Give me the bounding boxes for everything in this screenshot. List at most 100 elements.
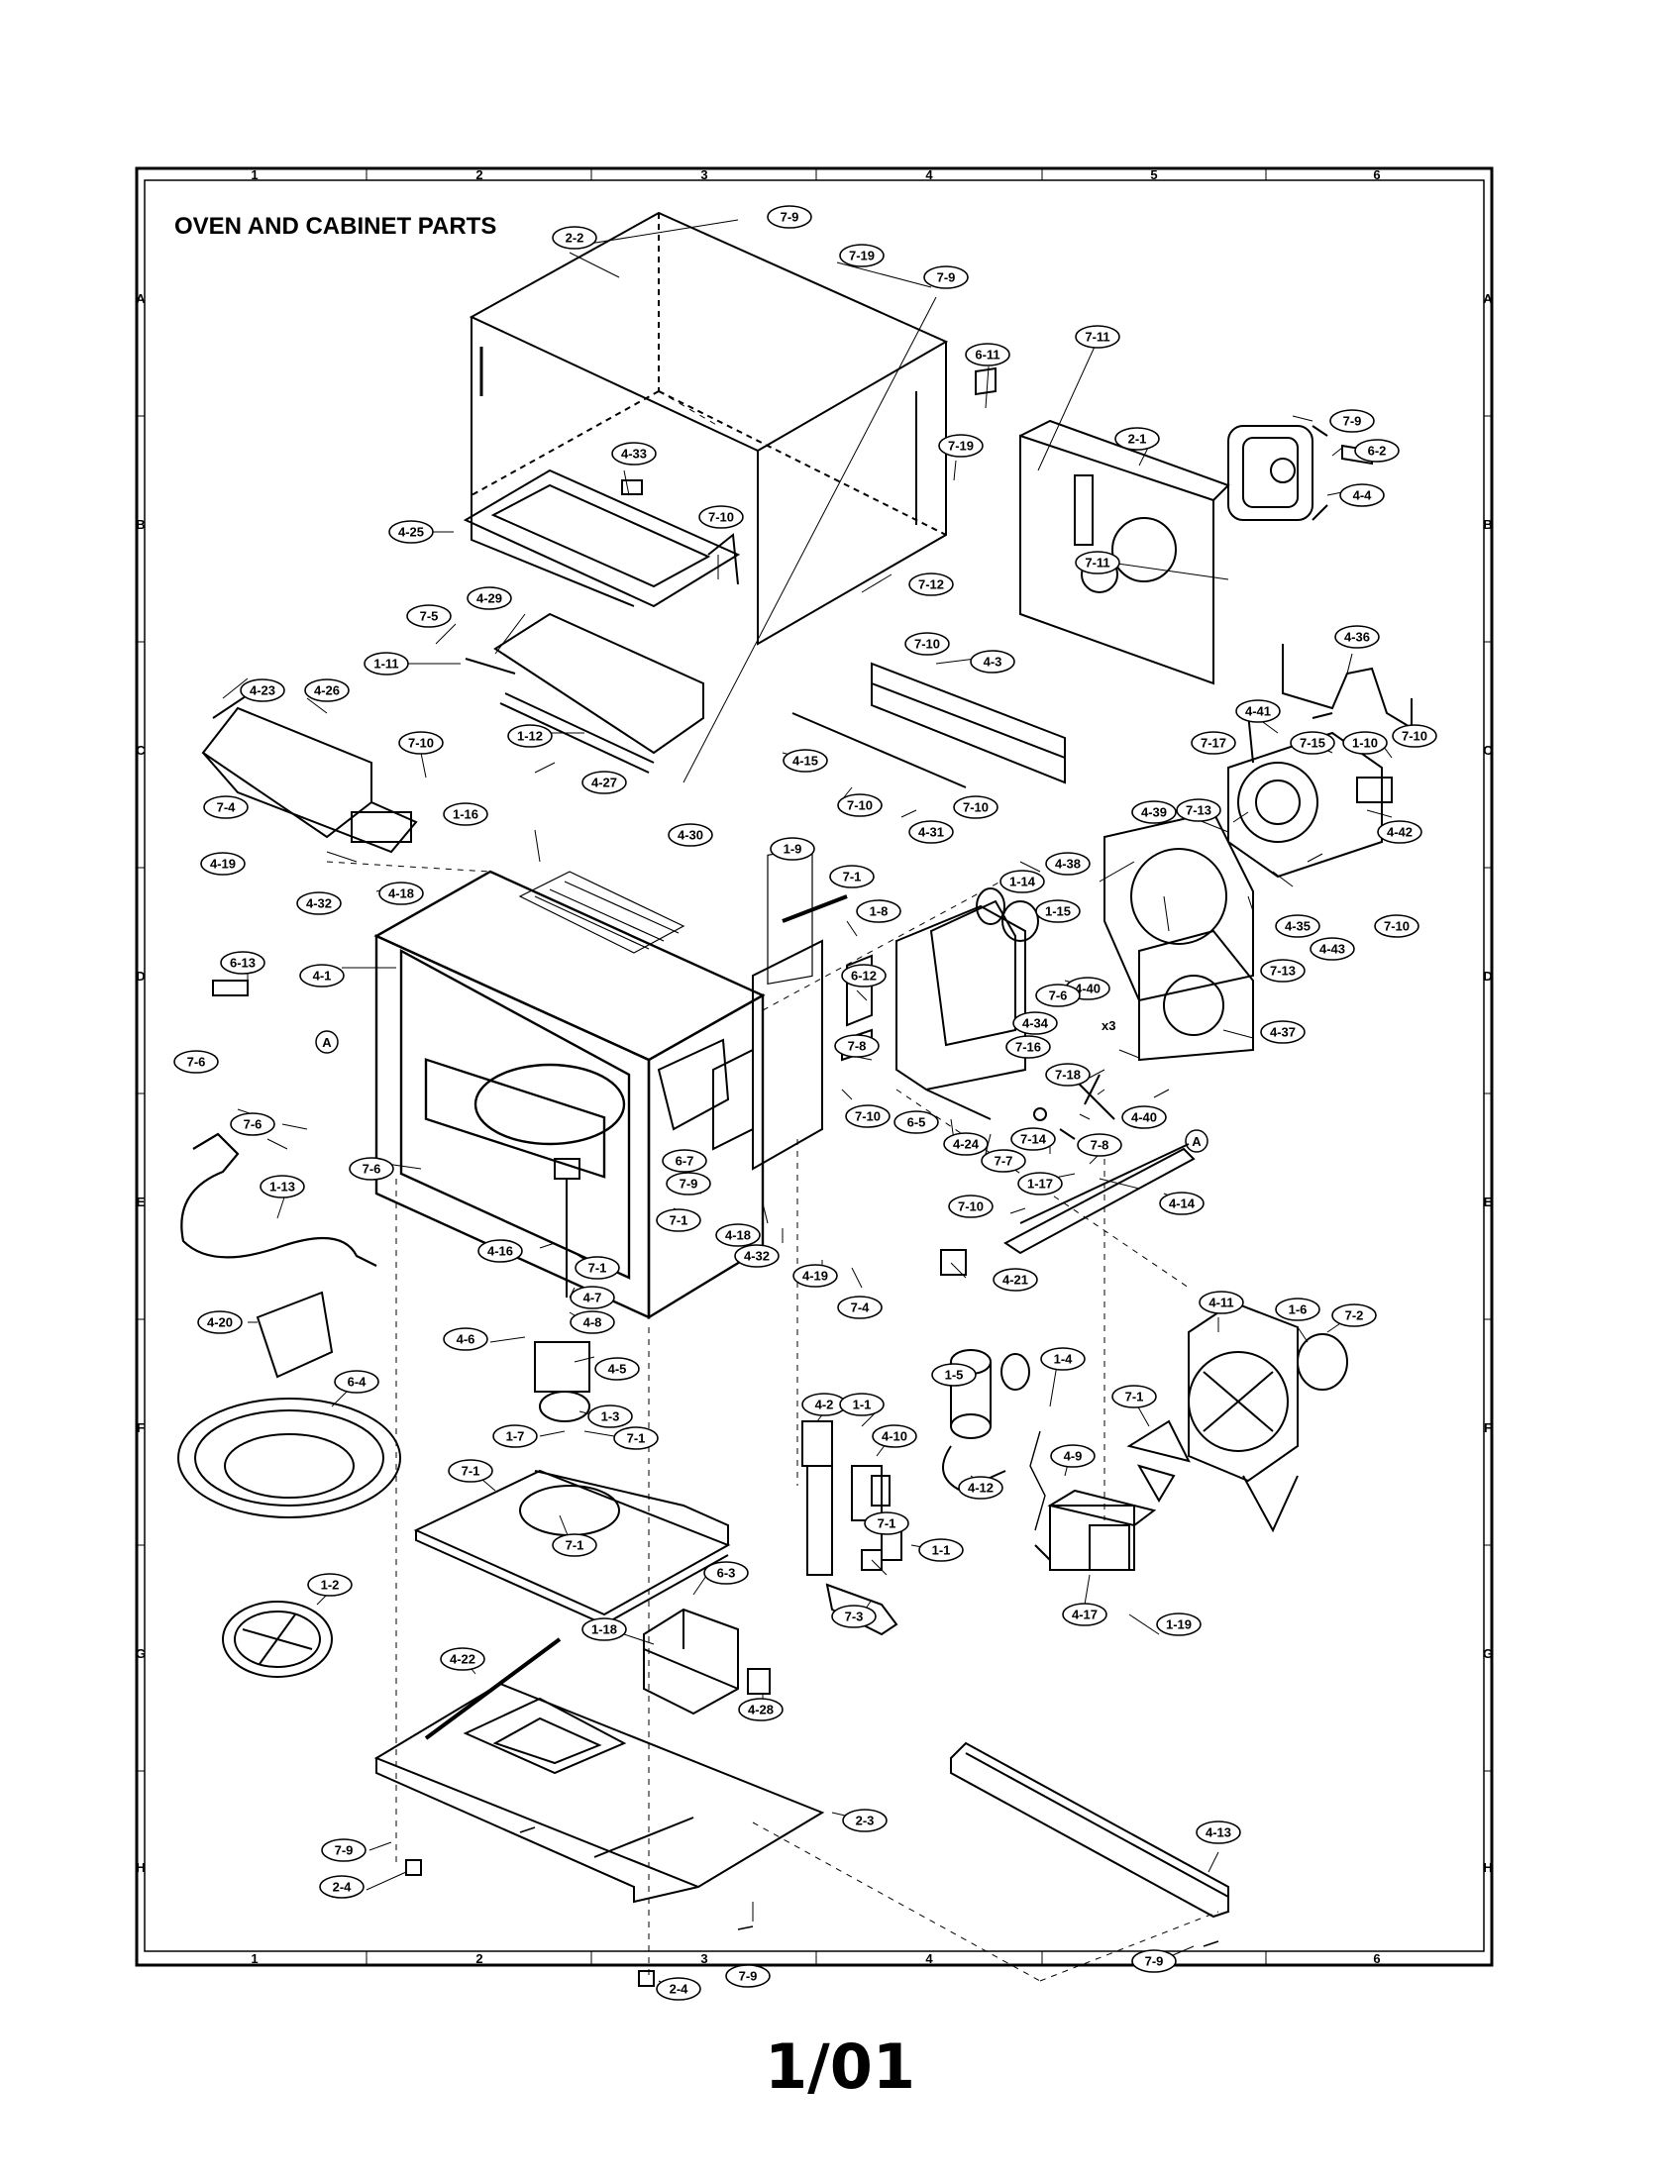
callout-text: 2-4: [670, 1982, 689, 1997]
callout-text: 7-1: [588, 1261, 607, 1276]
callout-1-1: 1-1: [918, 1538, 964, 1562]
turntable-coupler-sketch: [534, 1158, 590, 1422]
callout-bubble: [1275, 1298, 1320, 1321]
callout-labels: 7-97-197-92-26-117-117-96-22-14-47-194-3…: [173, 205, 1437, 2001]
callout-text: 7-15: [1300, 736, 1325, 751]
callout-4-12: 4-12: [958, 1476, 1003, 1500]
callout-1-1: 1-1: [839, 1393, 885, 1416]
oven-cavity-sketch: [373, 870, 766, 1320]
callout-bubble: [864, 1511, 909, 1535]
callout-text: 2-4: [333, 1880, 353, 1895]
zone-label-row: B: [136, 517, 145, 532]
callout-text: 6-7: [676, 1154, 694, 1169]
back-plate-sketch: [1019, 419, 1230, 685]
callout-bubble: [260, 1175, 305, 1198]
callout-7-9: 7-9: [321, 1838, 367, 1862]
callout-1-3: 1-3: [587, 1404, 633, 1428]
callout-text: 4-1: [313, 969, 332, 984]
zone-label-row: C: [136, 743, 146, 758]
callout-text: 6-11: [975, 348, 999, 363]
callout-bubble: [173, 1050, 219, 1074]
callout-text: 7-10: [855, 1109, 881, 1124]
callout-bubble: [981, 1149, 1026, 1173]
turntable-motor-sketch: [976, 887, 1039, 942]
callout-text: 7-1: [462, 1464, 480, 1479]
callout-text: 1-7: [506, 1429, 525, 1444]
callout-text: 4-16: [487, 1244, 513, 1259]
callout-bubble: [1329, 409, 1375, 433]
callout-7-13: 7-13: [1260, 959, 1306, 983]
callout-4-31: 4-31: [908, 820, 954, 844]
callout-text: 7-17: [1201, 736, 1226, 751]
callout-1-5: 1-5: [931, 1363, 977, 1387]
callout-bubble: [1176, 798, 1221, 822]
callout-2-4: 2-4: [319, 1875, 365, 1899]
callout-text: 7-10: [847, 798, 873, 813]
callout-bubble: [839, 1393, 885, 1416]
grill-grid-sketch: [518, 871, 685, 954]
callout-text: 7-10: [958, 1199, 984, 1214]
callout-bubble: [581, 1617, 627, 1641]
callout-text: 7-13: [1186, 803, 1211, 818]
callout-text: 1-17: [1027, 1177, 1053, 1192]
callout-text: 4-21: [1002, 1273, 1028, 1288]
callout-1-17: 1-17: [1017, 1172, 1063, 1196]
callout-text: 7-10: [408, 736, 434, 751]
callout-text: 4-2: [815, 1398, 834, 1412]
callout-7-1: 7-1: [613, 1426, 659, 1450]
zone-label-row: F: [137, 1420, 145, 1435]
callout-7-10: 7-10: [698, 505, 744, 529]
zone-label-row: D: [136, 969, 145, 984]
callout-bubble: [656, 1977, 701, 2001]
callout-text: 7-1: [627, 1431, 646, 1446]
zone-label-row: A: [1483, 291, 1493, 306]
callout-text: 4-40: [1131, 1110, 1157, 1125]
callout-text: 1-1: [853, 1398, 872, 1412]
callout-bubble: [378, 882, 424, 905]
callout-bubble: [492, 1424, 538, 1448]
callout-7-13: 7-13: [1176, 798, 1221, 822]
callout-text: 4-38: [1055, 857, 1081, 872]
callout-7-6: 7-6: [173, 1050, 219, 1074]
callout-7-8: 7-8: [834, 1034, 880, 1058]
callout-text: 2-3: [856, 1814, 875, 1828]
callout-bubble: [904, 632, 950, 656]
callout-text: 1-5: [945, 1368, 964, 1383]
callout-7-9: 7-9: [725, 1964, 771, 1988]
callout-bubble: [448, 1459, 493, 1483]
callout-7-3: 7-3: [831, 1605, 877, 1628]
callout-text: 1-1: [932, 1543, 951, 1558]
callout-bubble: [230, 1112, 275, 1136]
callout-text: 4-6: [457, 1332, 475, 1347]
zone-label-row: D: [1483, 969, 1492, 984]
callout-bubble: [837, 1296, 883, 1319]
callout-text: 4-41: [1245, 704, 1271, 719]
callout-1-4: 1-4: [1040, 1347, 1086, 1371]
callout-2-4: 2-4: [656, 1977, 701, 2001]
callout-text: 2-1: [1128, 432, 1147, 447]
callout-7-10: 7-10: [837, 793, 883, 817]
callout-4-36: 4-36: [1334, 625, 1380, 649]
callout-1-13: 1-13: [260, 1175, 305, 1198]
callout-4-42: 4-42: [1377, 820, 1422, 844]
callout-text: 1-14: [1009, 875, 1036, 889]
callout-bubble: [1050, 1444, 1096, 1468]
waveguide-plate-sketch: [256, 1291, 334, 1379]
callout-text: 1-2: [321, 1578, 340, 1593]
zone-label-col: 3: [700, 167, 707, 182]
callout-bubble: [1062, 1603, 1107, 1626]
callout-7-1: 7-1: [656, 1208, 701, 1232]
zone-label-row: C: [1483, 743, 1493, 758]
page-number: 1/01: [764, 2030, 916, 2103]
callout-7-10: 7-10: [948, 1195, 994, 1218]
callout-1-12: 1-12: [507, 724, 553, 748]
callout-text: 4-29: [476, 591, 502, 606]
callout-text: 4-34: [1022, 1016, 1049, 1031]
callout-text: 7-9: [781, 210, 799, 225]
callout-4-24: 4-24: [943, 1132, 989, 1156]
callout-text: 4-8: [583, 1315, 602, 1330]
bracket-sketch: [1282, 644, 1413, 730]
callout-7-4: 7-4: [203, 795, 249, 819]
callout-text: 7-1: [1125, 1390, 1144, 1404]
callout-text: 1-9: [784, 842, 802, 857]
